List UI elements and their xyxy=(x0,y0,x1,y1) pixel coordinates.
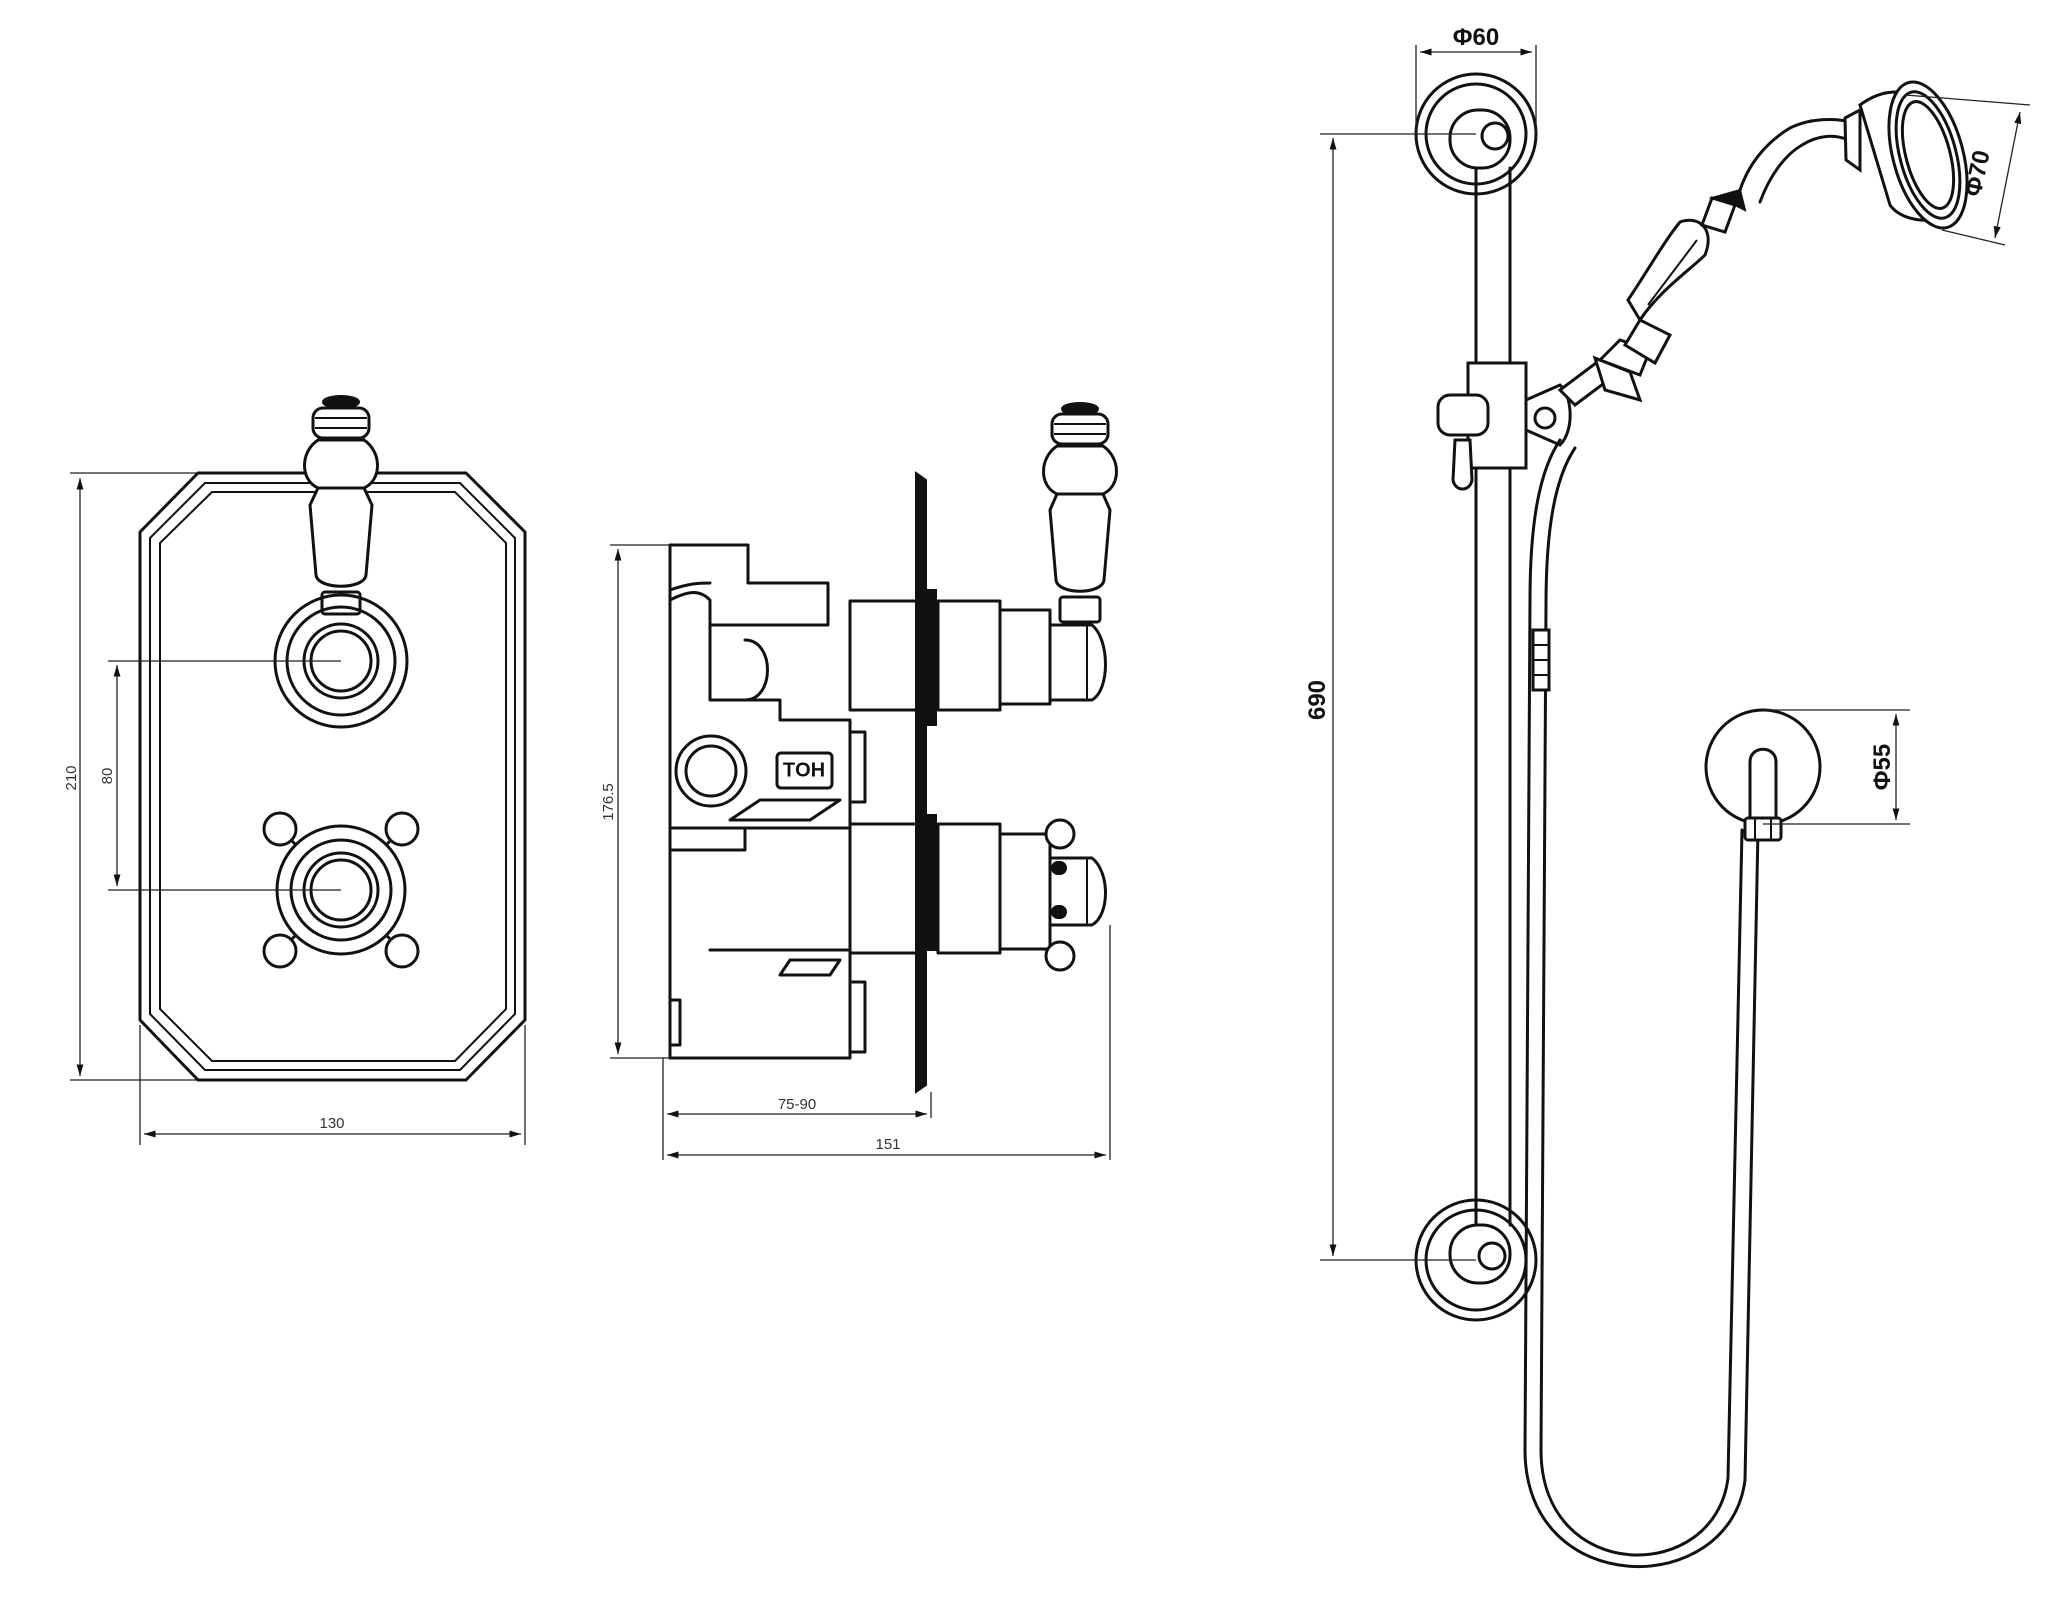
front-view: 210 80 130 xyxy=(63,395,527,1145)
slider-holder xyxy=(1436,338,1652,491)
wall-plate xyxy=(915,471,937,1094)
dim-rail-length: 690 xyxy=(1304,680,1331,720)
side-lower-spindle xyxy=(936,818,1107,972)
hand-shower xyxy=(1622,80,1969,366)
dim-bracket-diameter: Φ60 xyxy=(1453,24,1499,51)
side-view: HOT xyxy=(600,402,1118,1160)
side-dimension-lines xyxy=(610,544,1111,1160)
shower-kit: 690 Φ60 Φ70 Φ55 xyxy=(1304,24,2031,1568)
side-lever xyxy=(1042,402,1118,624)
shower-hose xyxy=(1523,438,1760,1568)
side-upper-spindle xyxy=(936,599,1107,712)
hot-marking: HOT xyxy=(783,759,825,781)
hot-label-plate: HOT xyxy=(728,751,842,977)
front-dimension-lines xyxy=(70,472,526,1145)
upper-control-knob xyxy=(273,593,409,729)
faceplate xyxy=(138,471,527,1082)
dim-handle-spacing: 80 xyxy=(99,768,116,785)
dim-side-height: 176.5 xyxy=(600,783,617,821)
shower-dimension-lines xyxy=(1320,45,2031,1261)
dim-depth-range: 75-90 xyxy=(778,1096,816,1113)
dim-front-width: 130 xyxy=(319,1115,344,1132)
cartridge-housings xyxy=(848,599,927,1054)
riser-rail xyxy=(1474,166,1512,1227)
dim-front-height: 210 xyxy=(63,765,80,790)
wall-outlet xyxy=(1704,708,1822,842)
dim-outlet-diameter: Φ55 xyxy=(1869,744,1896,790)
dim-total-depth: 151 xyxy=(875,1136,900,1153)
inlet-port xyxy=(674,734,748,808)
lever-handle xyxy=(303,395,379,616)
